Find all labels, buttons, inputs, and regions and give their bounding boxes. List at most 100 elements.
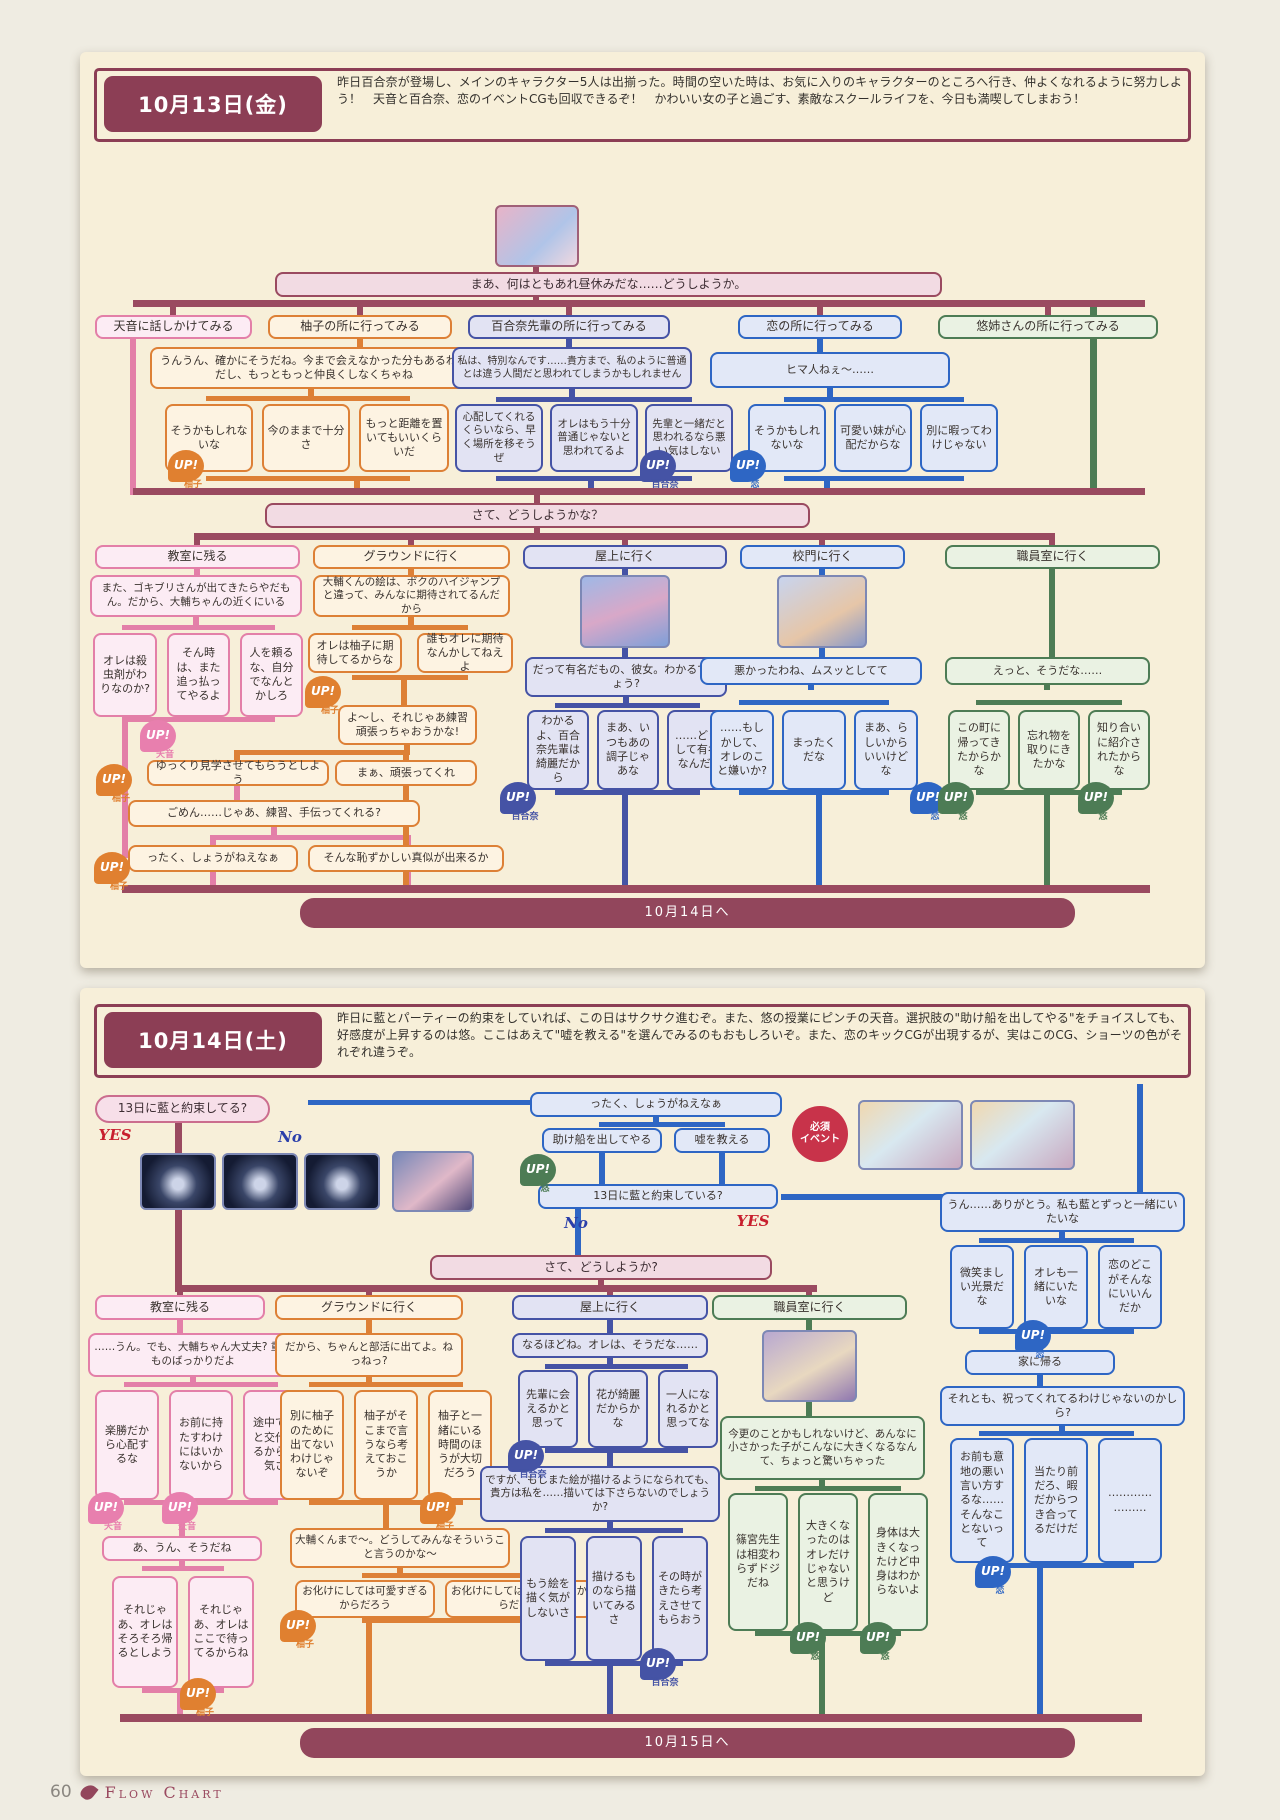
connector-line: [383, 1505, 389, 1528]
choice-box: 柚子がそこまで言うなら考えておこうか: [354, 1390, 418, 1500]
character-name-label: 悠: [1098, 812, 1108, 822]
character-name-label: 天音: [177, 1522, 196, 1532]
up-label: UP!: [168, 450, 204, 482]
connector-line: [142, 1566, 224, 1571]
question-bar: まあ、何はともあれ昼休みだな……どうしようか。: [275, 272, 942, 297]
date-description: 昨日百合奈が登場し、メインのキャラクター5人は出揃った。時間の空いた時は、お気に…: [337, 75, 1182, 107]
connector-line: [357, 307, 363, 316]
connector-line: [1049, 569, 1055, 657]
connector-line: [816, 795, 822, 885]
connector-line: [194, 569, 200, 575]
connector-line: [566, 307, 572, 316]
up-label: UP!: [140, 720, 176, 752]
connector-line: [357, 338, 363, 348]
connector-line: [819, 540, 825, 546]
page-number: 60: [50, 1782, 72, 1802]
character-name-label: 天音: [155, 750, 174, 760]
connector-line: [566, 338, 572, 348]
yes-label: YES: [98, 1126, 132, 1145]
connector-line: [569, 389, 575, 397]
connector-line: [979, 1238, 1134, 1243]
up-badge: UP!柚子: [420, 1492, 460, 1538]
connector-line: [403, 755, 409, 760]
flowchart-oct13: まあ、何はともあれ昼休みだな……どうしようか。天音に話しかけてみる柚子の所に行っ…: [80, 52, 1205, 968]
connector-line: [819, 648, 825, 657]
connector-line: [408, 569, 414, 575]
branch-staffroom: 職員室に行く: [712, 1295, 907, 1320]
up-badge: UP!百合奈: [640, 450, 680, 496]
connector-line: [976, 790, 1122, 795]
connector-line: [784, 397, 964, 402]
connector-line: [1059, 1232, 1065, 1238]
branch-rooftop: 屋上に行く: [523, 545, 727, 569]
choice-box: 描けるものなら描いてみるさ: [586, 1536, 642, 1661]
choice-box: オレも一緒にいたいな: [1024, 1245, 1088, 1329]
header-band: 10月13日(金) 昨日百合奈が登場し、メインのキャラクター5人は出揃った。時間…: [94, 68, 1191, 142]
up-label: UP!: [500, 782, 536, 814]
up-badge: UP!悠: [520, 1154, 560, 1200]
choice-box: その時がきたら考えさせてもらおう: [652, 1536, 708, 1661]
choice-box: 可愛い妹が心配だからな: [834, 404, 912, 472]
choice-box: 楽勝だから心配するな: [95, 1390, 159, 1500]
connector-line: [206, 476, 410, 481]
connector-line: [234, 750, 410, 755]
choice-box: 知り合いに紹介されたからな: [1088, 710, 1150, 790]
connector-line: [1037, 1375, 1043, 1386]
connector-line: [366, 1623, 372, 1716]
up-label: UP!: [94, 852, 130, 884]
connector-line: [210, 835, 411, 840]
connector-line: [545, 1364, 688, 1369]
connector-line: [622, 569, 628, 575]
connector-line: [719, 1153, 725, 1184]
cg-thumbnail: [858, 1100, 963, 1170]
cg-thumbnail: [392, 1151, 474, 1212]
connector-line: [179, 1561, 185, 1567]
connector-line: [599, 1122, 725, 1127]
connector-line: [404, 745, 410, 750]
no-label: No: [564, 1214, 588, 1233]
connector-line: [607, 1358, 613, 1364]
character-name-label: 柚子: [195, 1708, 214, 1718]
choice-box: まあ、らしいからいいけどな: [854, 710, 918, 790]
up-badge: UP!悠: [790, 1622, 830, 1668]
up-label: UP!: [1078, 782, 1114, 814]
choice-box: 一人になれるかと思ってな: [658, 1370, 718, 1448]
character-name-label: 柚子: [320, 706, 339, 716]
choice-box: 大きくなったのはオレだけじゃないと思うけど: [798, 1493, 858, 1631]
leaf-icon: [78, 1781, 99, 1803]
up-label: UP!: [1015, 1320, 1051, 1352]
up-badge: UP!柚子: [280, 1610, 320, 1656]
character-name-label: 悠: [958, 812, 968, 822]
response-box: なるほどね。オレは、そうだな……: [512, 1333, 708, 1358]
connector-line: [808, 685, 814, 690]
connector-line: [177, 1320, 183, 1333]
response-box: また、ゴキブリさんが出てきたらやだもん。だから、大輔ちゃんの近くにいる: [90, 575, 302, 617]
connector-line: [366, 1377, 372, 1383]
choice-box: 誰もオレに期待なんかしてねえよ: [417, 632, 513, 673]
connector-line: [806, 1320, 812, 1330]
branch-staffroom: 職員室に行く: [945, 545, 1160, 569]
connector-line: [784, 476, 964, 481]
response-box: ですが、もしまた絵が描けるようになられても、貴方は私を……描いては下さらないので…: [480, 1466, 720, 1522]
connector-line: [534, 495, 540, 503]
cg-thumbnail: [777, 575, 867, 648]
response-box: 大輔くんの絵は、ボクのハイジャンプと違って、みんなに期待されてるんだから: [313, 575, 510, 617]
up-label: UP!: [162, 1492, 198, 1524]
up-badge: UP!悠: [860, 1622, 900, 1668]
choice-box: 家に帰る: [965, 1350, 1115, 1375]
connector-line: [194, 540, 200, 546]
character-name-label: 悠: [540, 1184, 550, 1194]
character-name-label: 柚子: [111, 794, 130, 804]
choice-box: 今のままで十分さ: [262, 404, 350, 472]
cg-thumbnail: [762, 1330, 857, 1402]
connector-line: [397, 1568, 403, 1573]
branch-amane: 天音に話しかけてみる: [95, 315, 252, 339]
question-bar: さて、どうしようかな？: [265, 503, 810, 528]
choice-box: わかるよ、百合奈先輩は綺麗だから: [527, 710, 589, 790]
up-badge: UP!百合奈: [500, 782, 540, 828]
connector-line: [819, 569, 825, 575]
connector-line: [206, 396, 410, 401]
branch-ren: 恋の所に行ってみる: [738, 315, 902, 339]
choice-box: ……もしかして、オレのこと嫌いか?: [710, 710, 774, 790]
up-label: UP!: [640, 450, 676, 482]
